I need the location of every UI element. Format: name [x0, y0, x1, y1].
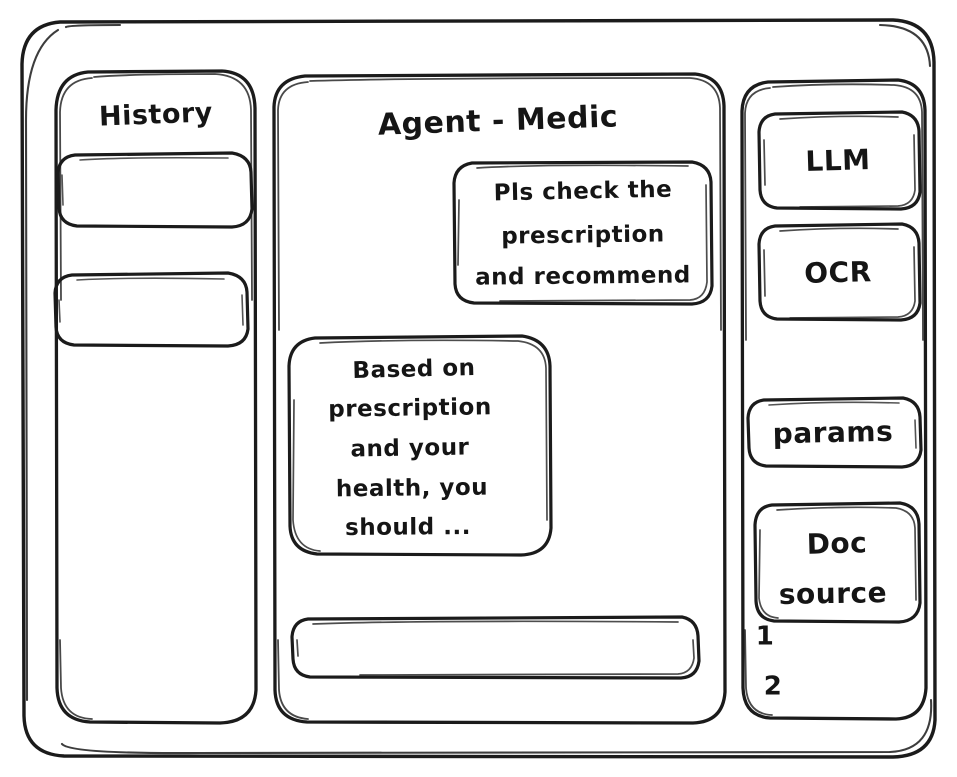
- agent-message-line-4: health, you: [336, 475, 488, 503]
- doc-source-box[interactable]: Doc source: [753, 501, 922, 624]
- tool-button-llm-label: LLM: [805, 143, 871, 178]
- history-panel-title: History: [99, 97, 214, 132]
- agent-panel: Agent - Medic: [272, 72, 727, 725]
- doc-source-list: 1 2: [756, 622, 783, 702]
- agent-panel-title: Agent - Medic: [377, 99, 618, 142]
- agent-message-bubble: Based on prescription and your health, y…: [287, 334, 553, 557]
- agent-message-line-1: Based on: [352, 355, 476, 384]
- tool-button-params[interactable]: params: [746, 396, 923, 469]
- user-message-line-1: Pls check the: [494, 177, 673, 207]
- agent-message-line-3: and your: [350, 434, 469, 462]
- tool-button-params-label: params: [772, 415, 893, 451]
- doc-source-line-2: source: [779, 576, 888, 611]
- tools-panel: [740, 78, 928, 721]
- user-message-line-3: and recommend: [475, 262, 691, 290]
- user-message-line-2: prescription: [501, 221, 665, 249]
- doc-source-line-1: Doc: [806, 526, 867, 561]
- tool-button-ocr-label: OCR: [804, 255, 872, 290]
- app-window-frame: [20, 18, 937, 759]
- tool-button-llm[interactable]: LLM: [757, 110, 922, 211]
- tool-button-ocr[interactable]: OCR: [757, 222, 922, 322]
- message-input[interactable]: [290, 615, 701, 680]
- user-message-bubble: Pls check the prescription and recommend: [452, 160, 714, 306]
- history-item-1[interactable]: [56, 151, 254, 229]
- doc-source-list-item-2[interactable]: 2: [764, 672, 783, 702]
- agent-message-line-2: prescription: [328, 394, 492, 423]
- history-item-2[interactable]: [53, 271, 250, 348]
- history-panel: History: [54, 69, 258, 725]
- doc-source-list-item-1[interactable]: 1: [756, 622, 775, 652]
- agent-message-line-5: should ...: [345, 514, 471, 541]
